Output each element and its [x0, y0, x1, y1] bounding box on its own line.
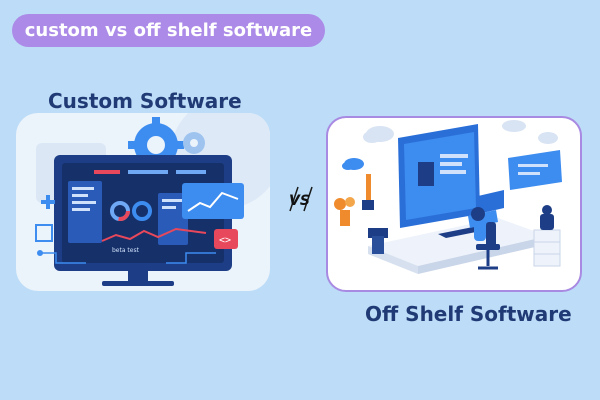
custom-software-graphic: beta test <> [35, 113, 270, 286]
cloud-icon [342, 158, 364, 170]
gear-icon [183, 132, 205, 154]
code-icon: <> [214, 229, 238, 249]
cloud-icon [502, 120, 526, 132]
cloud-icon [363, 126, 394, 143]
title-pill: custom vs off shelf software [12, 14, 325, 47]
svg-text:<>: <> [219, 235, 231, 246]
off-shelf-software-illustration [326, 116, 582, 292]
chair-icon [476, 222, 500, 270]
cloud-icon [538, 132, 558, 144]
off-shelf-software-heading: Off Shelf Software [365, 302, 572, 326]
custom-software-heading: Custom Software [48, 89, 242, 113]
chart-icon [110, 201, 152, 221]
off-shelf-software-graphic [334, 120, 562, 274]
plus-icon [41, 195, 55, 209]
screen-caption: beta test [112, 247, 140, 254]
custom-software-illustration: beta test <> [16, 113, 270, 291]
versus-label: VS [286, 185, 316, 213]
versus-text: VS [289, 193, 310, 209]
